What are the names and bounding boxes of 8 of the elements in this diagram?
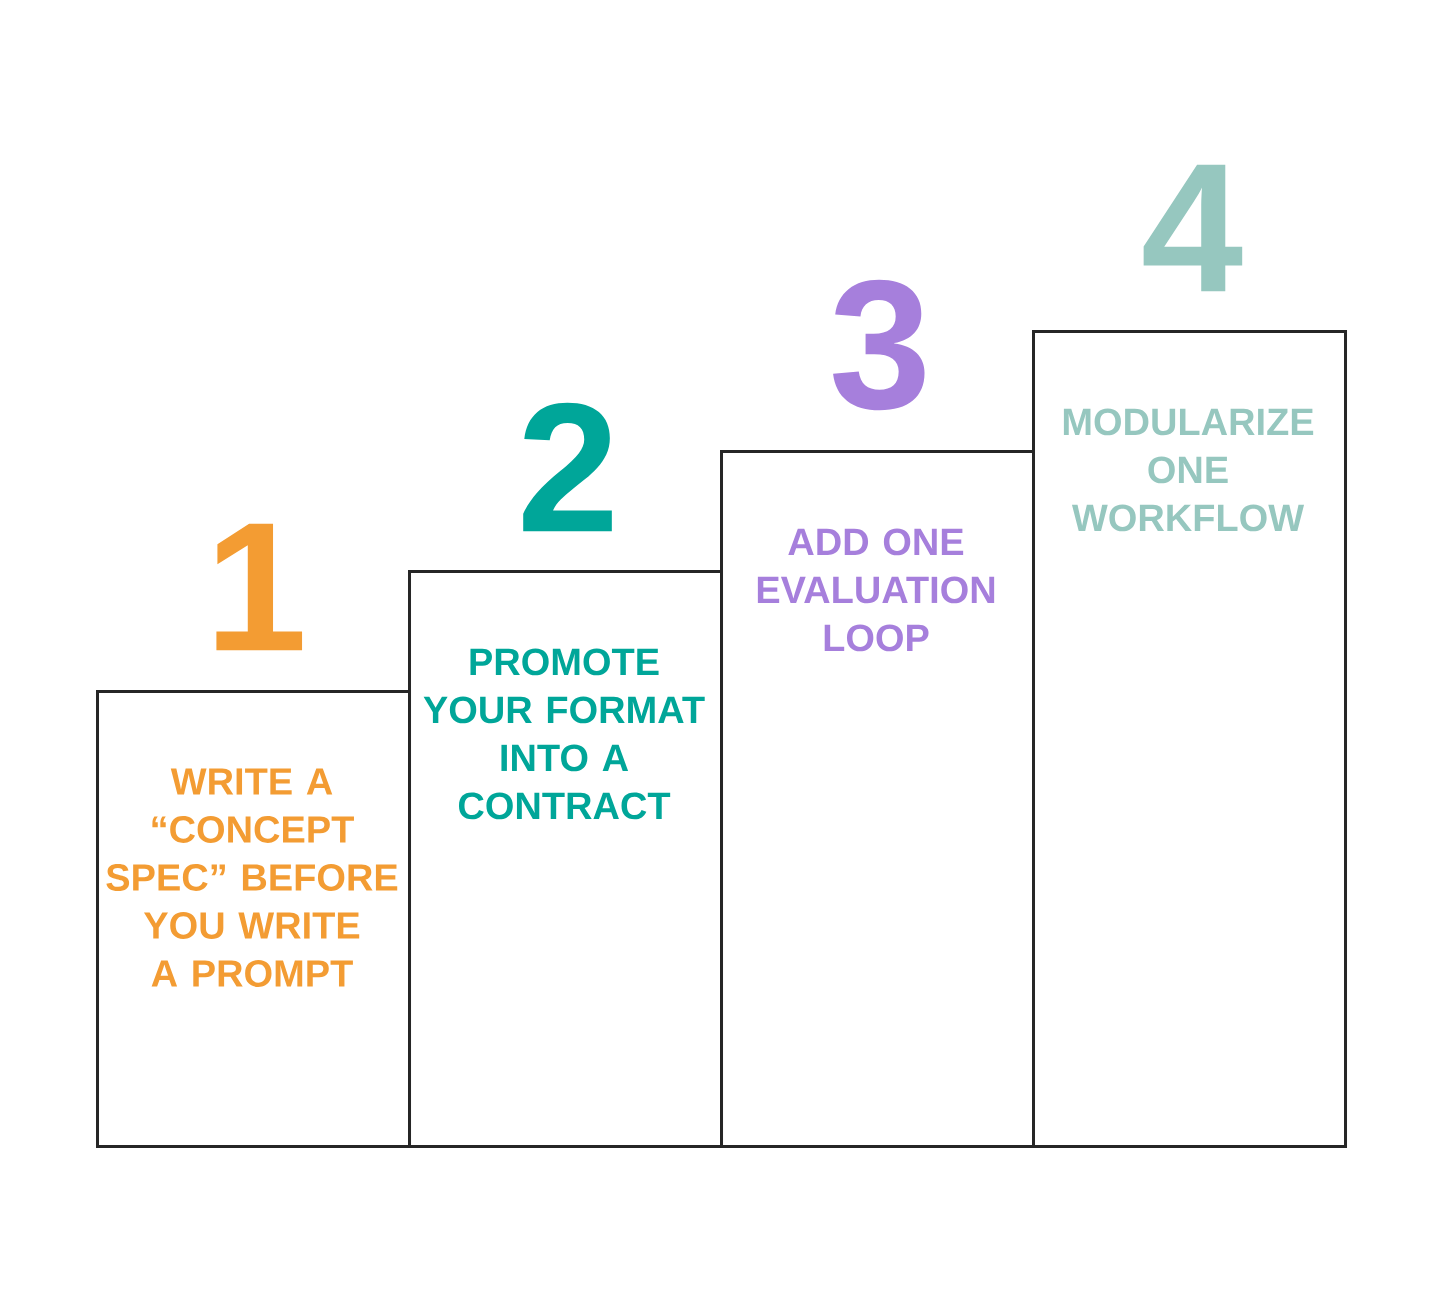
step-number: 2 xyxy=(523,402,612,532)
step-number: 1 xyxy=(216,523,303,651)
step-box: MODULARIZE ONE WORKFLOW xyxy=(1032,330,1347,1148)
step-box: WRITE A “CONCEPT SPEC” BEFORE YOU WRITE A PROMPT xyxy=(96,690,411,1148)
step-number: 3 xyxy=(833,279,925,411)
step-number: 4 xyxy=(1143,164,1243,292)
step-box: PROMOTE YOUR FORMAT INTO A CONTRACT xyxy=(408,570,723,1148)
step-box: ADD ONE EVALUATION LOOP xyxy=(720,450,1035,1148)
